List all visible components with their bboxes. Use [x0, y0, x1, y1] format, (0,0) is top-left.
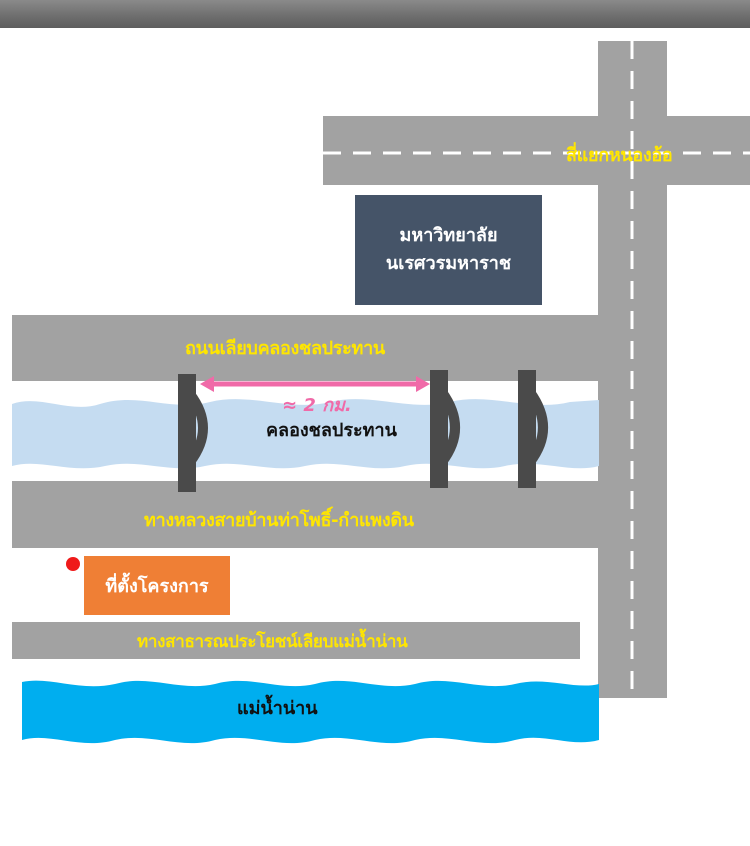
public-way-label: ทางสาธารณประโยชน์เลียบแม่น้ำน่าน [137, 632, 408, 652]
bridge-icon [178, 374, 208, 492]
highway-label: ทางหลวงสายบ้านท่าโพธิ์-กำแพงดิน [144, 510, 414, 531]
double-arrow-icon [200, 376, 430, 392]
bridge-icon [518, 370, 548, 488]
river-label: แม่น้ำน่าน [237, 698, 318, 719]
university-name-line1: มหาวิทยาลัย [399, 225, 498, 247]
canal-road-label: ถนนเลียบคลองชลประทาน [185, 338, 385, 359]
location-marker-icon [66, 557, 80, 571]
river-water [22, 680, 599, 744]
highway-road [12, 481, 599, 548]
distance-label: ≈ 2 กม. [282, 395, 352, 416]
university-block: มหาวิทยาลัย นเรศวรมหาราช [355, 195, 542, 305]
project-site-label: ที่ตั้งโครงการ [105, 576, 209, 597]
top-bar [0, 0, 750, 28]
university-name-line2: นเรศวรมหาราช [385, 253, 512, 274]
project-site-box: ที่ตั้งโครงการ [84, 556, 230, 615]
canal-label: คลองชลประทาน [266, 420, 397, 441]
intersection-road [323, 116, 750, 185]
canal-side-road [12, 315, 599, 381]
bridge-icon [430, 370, 460, 488]
riverside-way [12, 622, 580, 659]
intersection-label: สี่แยกหนองอ้อ [566, 145, 673, 166]
